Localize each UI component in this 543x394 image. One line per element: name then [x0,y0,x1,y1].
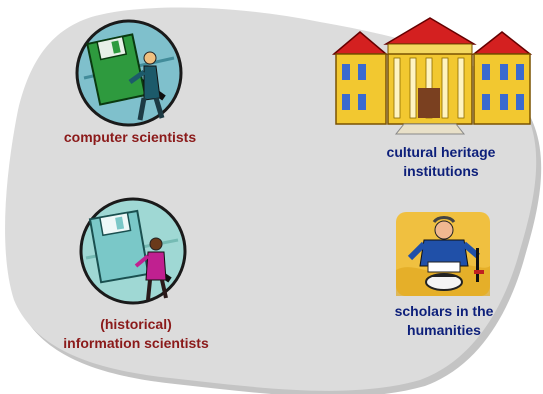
humanities-scholars-label: scholars in the humanities [366,302,522,340]
information-scientists-label: (historical) information scientists [36,315,236,353]
information-scientists-line2: information scientists [63,335,209,351]
computer-scientists-text: computer scientists [63,129,197,145]
humanities-scholars-line2: humanities [407,322,481,338]
scholar-reading-clipart-icon [396,212,490,296]
cultural-heritage-label: cultural heritage institutions [356,143,526,181]
computer-scientist-clipart-icon [75,19,183,127]
cultural-heritage-line2: institutions [403,163,479,179]
information-scientist-clipart-icon [79,197,187,305]
information-scientists-line1: (historical) [100,316,172,332]
museum-building-clipart-icon [331,17,533,135]
humanities-scholars-line1: scholars in the [394,303,494,319]
cultural-heritage-line1: cultural heritage [386,144,496,160]
computer-scientists-label: computer scientists [40,128,220,147]
